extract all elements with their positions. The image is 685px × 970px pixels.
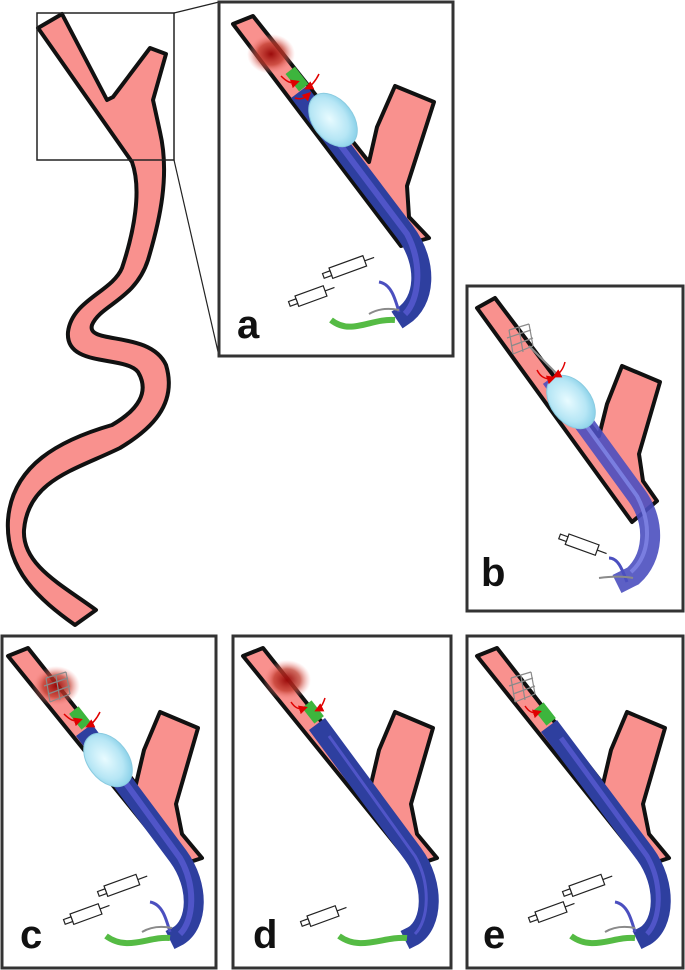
panel-b: b (465, 284, 685, 613)
clot (247, 34, 295, 74)
syringe (557, 533, 607, 557)
panel-a: a (217, 0, 455, 358)
zoom-indicator (36, 1, 220, 357)
green-tube (104, 933, 171, 947)
flow-arrow (280, 75, 300, 89)
panel-label: d (253, 913, 277, 957)
flow-arrow (536, 369, 556, 385)
flow-arrow (290, 701, 308, 715)
green-tube (329, 316, 396, 330)
panel-content (475, 296, 662, 593)
green-tube (337, 933, 408, 947)
zoom-line-bottom (173, 159, 220, 357)
flow-arrow (63, 713, 83, 727)
syringe (527, 900, 575, 924)
syringe (321, 254, 375, 280)
panel-content (6, 646, 204, 949)
balloon-line (149, 900, 172, 933)
grey-wire (598, 575, 634, 579)
flow-arrow (552, 361, 566, 378)
stent-retriever (43, 671, 71, 703)
balloon (308, 92, 358, 148)
balloon (83, 732, 133, 788)
syringe (96, 873, 148, 898)
panel-label: b (481, 551, 505, 595)
flow-arrow (524, 705, 542, 719)
flow-arrow (304, 73, 320, 90)
balloon-line (608, 556, 629, 583)
syringe (62, 902, 110, 926)
panel-label: a (237, 303, 260, 347)
grey-wire (368, 307, 400, 315)
zoom-box (36, 12, 175, 161)
panel-content (231, 14, 436, 330)
panel-content (241, 646, 439, 949)
inner-catheter (557, 386, 649, 574)
panel-content (475, 646, 671, 949)
panel-e: e (465, 634, 685, 970)
aspiration-tip (534, 702, 556, 726)
syringe (287, 284, 335, 308)
grey-wire (604, 925, 636, 933)
aspiration-tip (285, 66, 309, 92)
panel-label: c (20, 913, 42, 957)
syringe (299, 904, 347, 928)
clot (32, 666, 80, 706)
panel-label: e (483, 913, 505, 957)
flow-arrow (314, 697, 326, 712)
flow-arrow (294, 91, 312, 102)
stent-retriever (508, 671, 536, 703)
green-tube (569, 933, 636, 947)
flow-arrow (85, 711, 101, 728)
zoom-line-top (173, 1, 220, 14)
inner-catheter (308, 104, 421, 317)
grey-wire (141, 925, 173, 933)
inner-catheter (93, 740, 195, 937)
clot (263, 660, 311, 700)
inner-catheter (558, 736, 661, 936)
panel-c: c (0, 634, 218, 970)
syringe (561, 873, 613, 898)
balloon-line (378, 280, 401, 313)
panel-d: d (231, 634, 453, 970)
inner-catheter (327, 735, 428, 936)
overview-vessel (5, 12, 171, 627)
